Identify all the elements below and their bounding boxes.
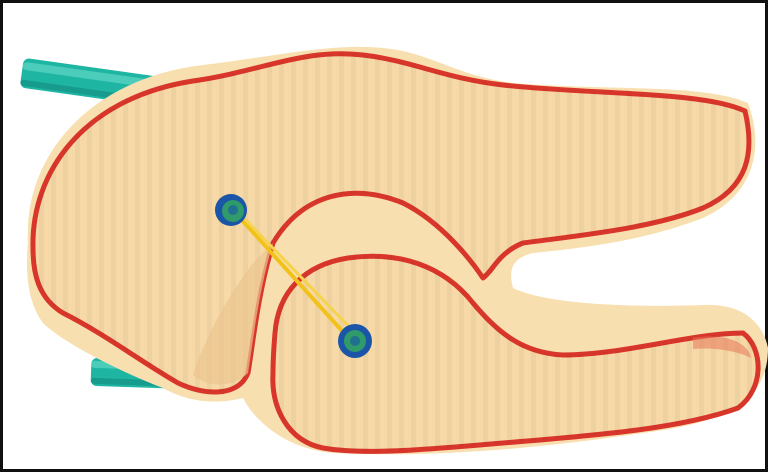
lower-pivot-pin-icon (338, 324, 372, 358)
upper-pivot-pin-icon (215, 194, 247, 226)
drawing-canvas (3, 3, 768, 475)
